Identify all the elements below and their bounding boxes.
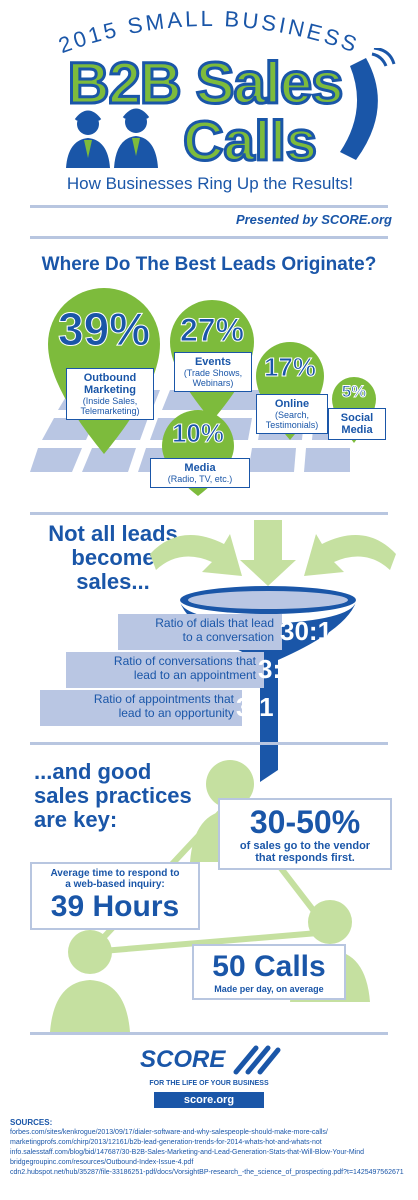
online-pct: 17% (263, 352, 317, 383)
practices-heading-line1: ...and good (34, 759, 152, 784)
funnel-heading-line1: Not all leads (48, 521, 178, 546)
divider (30, 512, 388, 515)
title-line2: Calls (182, 109, 319, 172)
social-media-pct: 5% (341, 382, 367, 402)
divider (30, 236, 388, 239)
funnel-heading: Not all leads become sales... (38, 522, 188, 594)
leads-heading: Where Do The Best Leads Originate? (41, 254, 377, 275)
call-center-people-icon (66, 108, 158, 168)
online-name: Online (274, 398, 310, 410)
ratio-appt-value: 3:1 (236, 692, 274, 722)
response-value: 39 Hours (50, 890, 180, 923)
divider (30, 205, 388, 208)
events-name: Events (194, 356, 232, 368)
media-label: Media (Radio, TV, etc.) (150, 458, 250, 488)
sources-heading: SOURCES: (10, 1118, 53, 1127)
divider (30, 1032, 388, 1035)
media-detail: (Radio, TV, etc.) (167, 474, 233, 484)
ratio-conv-value: 3:1 (258, 654, 296, 684)
calls-stat-box: 50 Calls Made per day, on average (192, 944, 346, 1000)
ratio-conv-label-line2: lead to an appointment (133, 668, 256, 682)
source-link[interactable]: info.salesstaff.com/blog/bid/147687/30-B… (10, 1149, 365, 1156)
source-link[interactable]: cdn2.hubspot.net/hub/35287/file-33186251… (10, 1169, 404, 1176)
online-label: Online (Search, Testimonials) (256, 394, 328, 434)
ratio-row-conversations: Ratio of conversations that lead to an a… (66, 652, 264, 688)
outbound-label: Outbound Marketing (Inside Sales, Telema… (66, 368, 154, 420)
vendor-text-line2: that responds first. (255, 852, 355, 864)
score-logo-icon (233, 1045, 281, 1075)
outbound-pct: 39% (58, 303, 151, 356)
score-logo-text: SCORE (140, 1046, 226, 1073)
response-label-line2: a web-based inquiry: (65, 879, 165, 890)
events-label: Events (Trade Shows, Webinars) (174, 352, 252, 392)
practices-heading: ...and good sales practices are key: (34, 760, 204, 832)
response-stat-box: Average time to respond to a web-based i… (30, 862, 200, 930)
source-link[interactable]: forbes.com/sites/kenkrogue/2013/09/17/di… (10, 1129, 328, 1136)
media-pct: 10% (171, 418, 225, 449)
score-url[interactable]: score.org (154, 1092, 264, 1108)
vendor-text-line1: of sales go to the vendor (239, 840, 371, 852)
subtitle: How Businesses Ring Up the Results! (66, 174, 354, 193)
arc-title: 2015 SMALL BUSINESS (55, 6, 359, 58)
funnel-heading-line2: become sales... (71, 545, 155, 594)
title-line1: B2B Sales (66, 51, 345, 116)
ratio-appt-label-line1: Ratio of appointments that (93, 692, 234, 706)
events-detail: (Trade Shows, Webinars) (183, 368, 243, 388)
ratio-row-dials: Ratio of dials that lead to a conversati… (118, 614, 282, 650)
social-media-label: Social Media (328, 408, 386, 440)
media-name: Media (184, 462, 216, 474)
ratio-dials-label-line2: to a conversation (182, 630, 274, 644)
practices-heading-line2: sales practices (34, 783, 192, 808)
calls-value: 50 Calls (212, 950, 326, 983)
ratio-row-appointments: Ratio of appointments that lead to an op… (40, 690, 242, 726)
score-tagline: FOR THE LIFE OF YOUR BUSINESS (149, 1080, 269, 1087)
practices-heading-line3: are key: (34, 807, 118, 832)
vendor-pct: 30-50% (249, 804, 361, 840)
source-link[interactable]: marketingprofs.com/chirp/2013/12161/b2b-… (10, 1139, 322, 1146)
response-label-line1: Average time to respond to (50, 868, 180, 879)
ratio-dials-value: 30:1 (280, 616, 333, 646)
calls-label: Made per day, on average (214, 984, 324, 994)
events-pct: 27% (179, 312, 245, 349)
vendor-stat-box: 30-50% of sales go to the vendor that re… (218, 798, 392, 870)
outbound-name: Outbound Marketing (83, 372, 137, 396)
divider (30, 742, 388, 745)
presented-by: Presented by SCORE.org (235, 212, 392, 227)
online-detail: (Search, Testimonials) (265, 410, 319, 430)
ratio-conv-label-line1: Ratio of conversations that (113, 654, 256, 668)
outbound-detail: (Inside Sales, Telemarketing) (80, 396, 140, 416)
funnel-graphic (150, 520, 396, 782)
sources-list: SOURCES: forbes.com/sites/kenkrogue/2013… (10, 1118, 410, 1178)
source-link[interactable]: bridgegroupinc.com/resources/Outbound-In… (10, 1159, 194, 1166)
ratio-dials-label-line1: Ratio of dials that lead (155, 616, 274, 630)
ratio-appt-label-line2: lead to an opportunity (118, 706, 234, 720)
phone-handset-icon (340, 48, 396, 160)
